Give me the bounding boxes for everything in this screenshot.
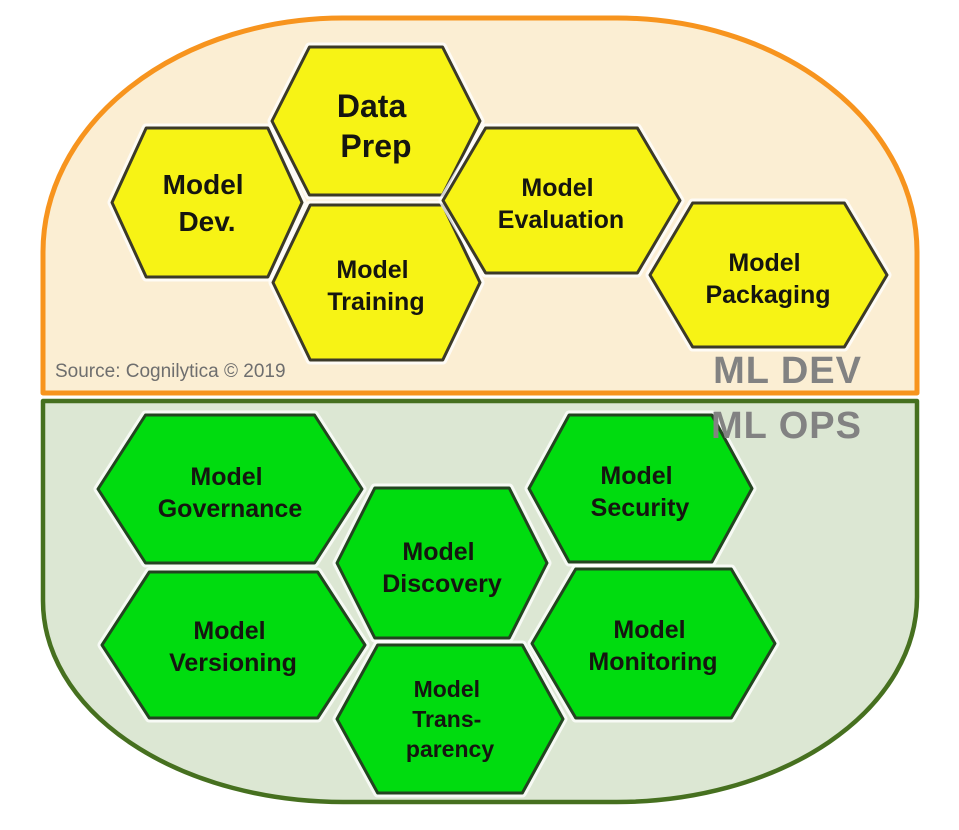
hex-label-line: Model	[190, 463, 262, 491]
hex-label-line: Model	[613, 616, 685, 644]
hex-model-evaluation-shape	[441, 126, 682, 275]
hex-label-line: Discovery	[382, 570, 502, 598]
hex-model-monitoring: Model Monitoring	[527, 564, 780, 723]
hex-label-line: Packaging	[705, 281, 830, 309]
hex-label-line: Evaluation	[498, 206, 624, 234]
hex-model-packaging-label: Model Packaging	[705, 249, 830, 309]
hex-model-governance-label: Model Governance	[158, 463, 303, 523]
hex-model-packaging-shape	[648, 201, 889, 349]
hex-label-line: Training	[327, 288, 424, 316]
hex-model-monitoring-shape	[530, 567, 777, 720]
hex-data-prep-label: Data Prep	[337, 88, 415, 164]
hex-model-security-label: Model Security	[591, 462, 690, 522]
hex-model-security: Model Security	[524, 410, 757, 567]
hex-model-dev-shape	[110, 126, 304, 279]
hex-data-prep: Data Prep	[267, 42, 485, 200]
hex-model-evaluation-label: Model Evaluation	[498, 174, 624, 234]
hex-model-training-shape	[271, 203, 482, 362]
hex-model-transparency-shape	[335, 643, 565, 795]
hex-label-line: Model	[163, 169, 244, 200]
hex-model-monitoring-label: Model Monitoring	[588, 616, 717, 676]
ml-dev-zone-label: ML DEV	[713, 350, 862, 392]
hex-label-line: Model	[402, 538, 474, 566]
hex-model-discovery-label: Model Discovery	[382, 538, 502, 598]
hex-label-line: Model	[600, 462, 672, 490]
hex-label-line: Model	[521, 174, 593, 202]
hex-model-governance-shape	[96, 413, 364, 565]
hex-label-line: Trans-	[412, 706, 481, 732]
hex-model-dev: Model Dev.	[107, 123, 307, 282]
ml-ops-zone-label: ML OPS	[711, 405, 862, 447]
hex-model-governance: Model Governance	[93, 410, 367, 568]
hex-label-line: Model	[193, 617, 265, 645]
hex-model-discovery: Model Discovery	[332, 483, 552, 643]
hex-label-line: Data	[337, 88, 407, 124]
hex-model-security-shape	[527, 413, 754, 564]
hex-model-versioning: Model Versioning	[97, 567, 370, 723]
hex-model-versioning-label: Model Versioning	[169, 617, 297, 677]
hex-label-line: Governance	[158, 495, 303, 523]
hex-model-dev-label: Model Dev.	[163, 169, 252, 237]
hex-label-line: Dev.	[178, 206, 235, 237]
hex-model-transparency: Model Trans- parency	[332, 640, 568, 798]
hex-model-packaging: Model Packaging	[645, 198, 892, 352]
hex-label-line: Security	[591, 494, 690, 522]
hex-label-line: parency	[406, 736, 494, 762]
hex-data-prep-shape	[270, 45, 482, 197]
hex-model-training-label: Model Training	[327, 256, 424, 316]
hex-model-training: Model Training	[268, 200, 485, 365]
hex-model-discovery-shape	[335, 486, 549, 640]
hex-model-versioning-shape	[100, 570, 367, 720]
hex-label-line: Model	[414, 676, 480, 702]
hex-label-line: Model	[336, 256, 408, 284]
source-note: Source: Cognilytica © 2019	[55, 361, 286, 382]
hex-label-line: Prep	[340, 128, 411, 164]
hex-label-line: Model	[728, 249, 800, 277]
hex-label-line: Monitoring	[588, 648, 717, 676]
hex-model-evaluation: Model Evaluation	[438, 123, 685, 278]
hex-model-transparency-label: Model Trans- parency	[406, 676, 494, 762]
hex-label-line: Versioning	[169, 649, 297, 677]
